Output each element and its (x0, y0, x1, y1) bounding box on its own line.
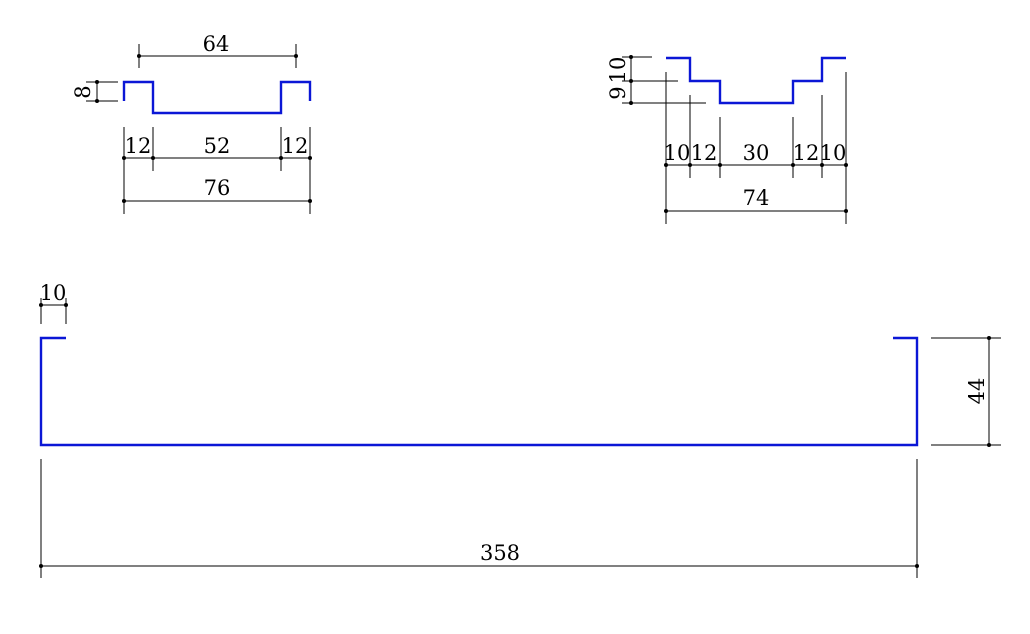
dim-b-segments: 10 12 30 12 10 (664, 72, 848, 224)
label-b-step-upper: 10 (606, 57, 630, 84)
dim-c-lip: 10 (39, 281, 68, 324)
profile-b-outline (666, 56, 846, 105)
label-a-overall: 76 (204, 176, 231, 200)
label-b-step-lower: 9 (606, 86, 630, 99)
label-b-seg-1: 10 (664, 141, 691, 165)
dim-b-steps: 10 9 (606, 55, 706, 105)
dim-c-length: 358 (39, 459, 919, 578)
profile-c: 10 44 358 (39, 281, 1001, 578)
profile-a-outline (122, 80, 312, 115)
profile-a: 64 8 12 52 12 (71, 32, 312, 214)
dim-a-overall: 76 (122, 176, 312, 203)
label-b-seg-4: 12 (793, 141, 820, 165)
label-c-lip: 10 (40, 281, 67, 305)
label-c-height: 44 (965, 378, 989, 405)
dim-c-height: 44 (931, 336, 1001, 447)
label-c-length: 358 (480, 541, 520, 565)
profile-c-outline (39, 336, 919, 447)
dim-a-depth: 8 (71, 80, 118, 103)
label-b-seg-2: 12 (691, 141, 718, 165)
label-a-depth: 8 (71, 85, 95, 98)
dim-b-overall: 74 (664, 186, 848, 213)
label-a-right-flange: 12 (282, 134, 309, 158)
label-a-top-width: 64 (203, 32, 230, 56)
label-b-seg-3: 30 (743, 141, 770, 165)
label-b-overall: 74 (743, 186, 770, 210)
label-a-left-flange: 12 (125, 134, 152, 158)
label-b-seg-5: 10 (820, 141, 847, 165)
dim-a-top-width: 64 (137, 32, 298, 68)
label-a-middle: 52 (204, 134, 231, 158)
profile-b: 10 9 10 12 30 12 10 (606, 55, 848, 224)
dim-a-segments: 12 52 12 (122, 127, 312, 214)
